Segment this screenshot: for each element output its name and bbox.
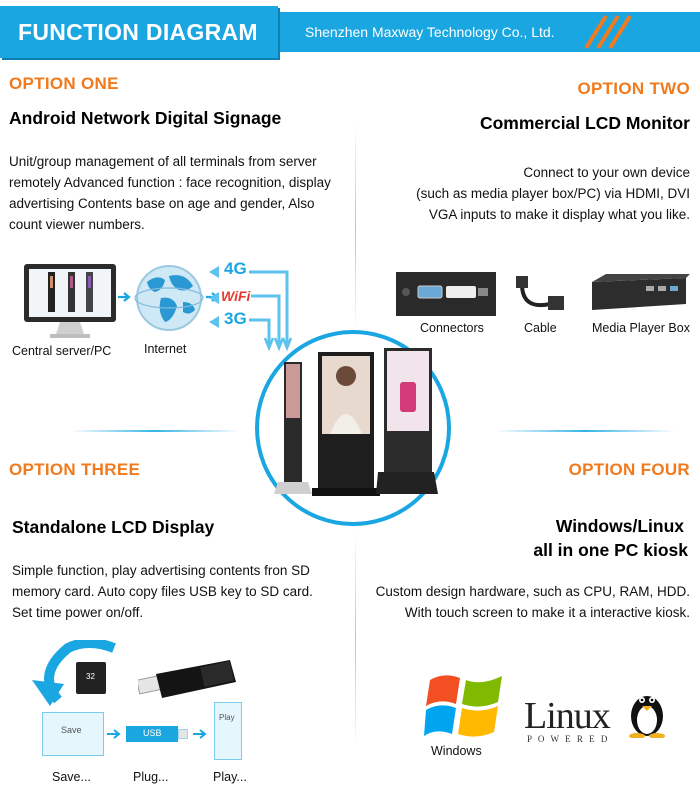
- option-three-label: OPTION THREE: [9, 460, 141, 479]
- save-caption: Save...: [52, 770, 91, 784]
- linux-logo-text: Linux: [524, 695, 611, 737]
- kiosk-display-icon: [274, 348, 438, 496]
- connectors-caption: Connectors: [420, 321, 484, 335]
- usb-plug: [178, 729, 188, 739]
- usb-stick-icon: [138, 660, 236, 698]
- arrow-right-icon: [193, 729, 207, 739]
- server-monitor-icon: [24, 264, 116, 338]
- internet-caption: Internet: [144, 342, 187, 356]
- option-four-title-line1: Windows/Linux: [555, 516, 684, 536]
- option-two-description: Connect to your own device (such as medi…: [416, 165, 690, 222]
- windows-caption: Windows: [431, 744, 482, 758]
- network-arrows-icon: [209, 266, 293, 352]
- network-wifi-label: WiFi: [221, 288, 251, 304]
- chevron-decoration-icon: [584, 14, 632, 50]
- page-title: FUNCTION DIAGRAM: [0, 6, 278, 58]
- network-4g-label: 4G: [224, 259, 247, 278]
- cable-icon: [516, 276, 564, 310]
- media-player-box-caption: Media Player Box: [592, 321, 690, 335]
- option-three-title: Standalone LCD Display: [12, 517, 215, 537]
- horizontal-divider-left: [70, 430, 240, 432]
- arrow-right-icon: [107, 729, 121, 739]
- play-kiosk: Play: [214, 702, 242, 760]
- vertical-divider-bottom: [355, 530, 356, 750]
- horizontal-divider-right: [495, 430, 675, 432]
- company-name: Shenzhen Maxway Technology Co., Ltd.: [305, 24, 555, 40]
- option-one-description: Unit/group management of all terminals f…: [9, 154, 331, 232]
- linux-powered-text: P O W E R E D: [527, 734, 610, 744]
- option-two-label: OPTION TWO: [577, 79, 690, 98]
- option-four-description: Custom design hardware, such as CPU, RAM…: [375, 584, 690, 620]
- play-caption: Play...: [213, 770, 247, 784]
- option-two-title: Commercial LCD Monitor: [479, 113, 690, 133]
- globe-icon: [134, 265, 204, 331]
- option-four-label: OPTION FOUR: [568, 460, 690, 479]
- server-caption: Central server/PC: [12, 344, 112, 358]
- copy-arrow-icon: [32, 640, 116, 706]
- usb-bar: USB: [126, 726, 178, 742]
- cable-caption: Cable: [524, 321, 557, 335]
- vertical-divider-top: [355, 120, 356, 335]
- plug-caption: Plug...: [133, 770, 169, 784]
- header: FUNCTION DIAGRAM Shenzhen Maxway Technol…: [0, 0, 700, 62]
- windows-logo-icon: [424, 675, 502, 737]
- option-three-description: Simple function, play advertising conten…: [12, 563, 313, 620]
- save-screen: Save: [42, 712, 104, 756]
- option-four-title-line2: all in one PC kiosk: [533, 540, 688, 560]
- arrow-right-icon: [118, 292, 131, 302]
- option-one-label: OPTION ONE: [9, 74, 119, 93]
- network-3g-label: 3G: [224, 309, 247, 328]
- connectors-icon: [396, 272, 496, 316]
- sd-card-icon: 32: [76, 662, 106, 694]
- media-player-box-icon: [592, 274, 690, 310]
- tux-penguin-icon: [629, 696, 665, 738]
- option-one-title: Android Network Digital Signage: [9, 108, 282, 128]
